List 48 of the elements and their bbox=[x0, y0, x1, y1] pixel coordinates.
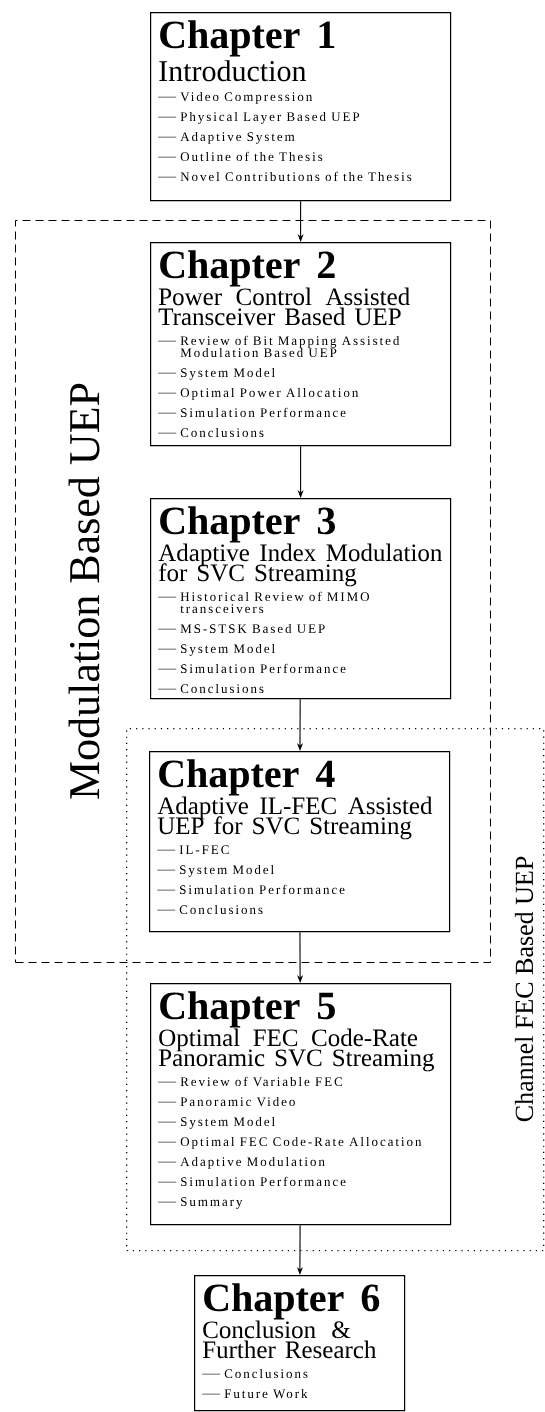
section-item: System Model bbox=[157, 643, 275, 656]
section-item: Future Work bbox=[201, 1388, 308, 1399]
section-item: Simulation Performance bbox=[157, 663, 346, 674]
section-item: MS-STSK Based UEP bbox=[157, 623, 325, 634]
chapter-box bbox=[150, 242, 452, 447]
chapter-box bbox=[150, 983, 452, 1226]
chapter-title: Adaptive Index Modulation for SVC Streaming bbox=[158, 543, 442, 587]
section-item: Review of Variable FEC bbox=[157, 1076, 343, 1087]
section-item: Adaptive System bbox=[157, 131, 295, 144]
chapter-title: Adaptive IL-FEC Assisted UEP for SVC Streaming bbox=[157, 796, 433, 840]
section-item: System Model bbox=[156, 864, 274, 877]
section-item: Video Compression bbox=[157, 91, 313, 104]
group-label: Modulation Based UEP bbox=[68, 383, 100, 799]
section-item: Summary bbox=[157, 1197, 243, 1209]
chapter-title: Power Control Assisted Transceiver Based UEP bbox=[158, 287, 410, 326]
chapter-number: Chapter 5 bbox=[160, 991, 335, 1028]
group-label: Channel FEC Based UEP bbox=[514, 856, 534, 1122]
section-item: System Model bbox=[157, 1116, 275, 1129]
section-item: Outline of the Thesis bbox=[157, 151, 323, 162]
section-item: Novel Contributions of the Thesis bbox=[157, 171, 412, 182]
chapter-number: Chapter 6 bbox=[204, 1283, 380, 1320]
section-item: System Model bbox=[157, 367, 275, 380]
chapter-title: Conclusion & Further Research bbox=[202, 1320, 377, 1359]
section-item: Conclusions bbox=[156, 904, 263, 915]
section-item: Conclusions bbox=[157, 427, 264, 438]
chapter-box bbox=[194, 1275, 406, 1412]
section-item: Physical Layer Based UEP bbox=[157, 111, 360, 124]
chapter-number: Chapter 3 bbox=[160, 506, 335, 543]
section-item: IL-FEC bbox=[156, 845, 229, 855]
section-item: Conclusions bbox=[157, 683, 264, 694]
chapter-number: Chapter 1 bbox=[160, 20, 335, 57]
section-item: Optimal Power Allocation bbox=[157, 387, 359, 400]
section-item: Panoramic Video bbox=[157, 1096, 295, 1107]
section-item: Simulation Performance bbox=[157, 407, 346, 418]
section-item: Simulation Performance bbox=[156, 884, 345, 895]
chapter-title: Introduction bbox=[159, 60, 307, 82]
section-item: Optimal FEC Code-Rate Allocation bbox=[157, 1136, 422, 1149]
chapter-box bbox=[149, 751, 451, 933]
chapter-number: Chapter 2 bbox=[160, 250, 335, 287]
section-item: Historical Review of MIMO transceivers bbox=[157, 591, 369, 614]
chapter-box bbox=[150, 12, 452, 202]
chapter-title: Optimal FEC Code-Rate Panoramic SVC Streaming bbox=[158, 1028, 435, 1072]
section-item: Adaptive Modulation bbox=[157, 1156, 325, 1169]
section-item: Review of Bit Mapping Assisted Modulation Based UEP bbox=[157, 335, 400, 358]
chapter-box bbox=[150, 498, 452, 700]
section-item: Simulation Performance bbox=[157, 1176, 346, 1187]
section-item: Conclusions bbox=[201, 1368, 308, 1379]
chapter-number: Chapter 4 bbox=[159, 759, 335, 796]
